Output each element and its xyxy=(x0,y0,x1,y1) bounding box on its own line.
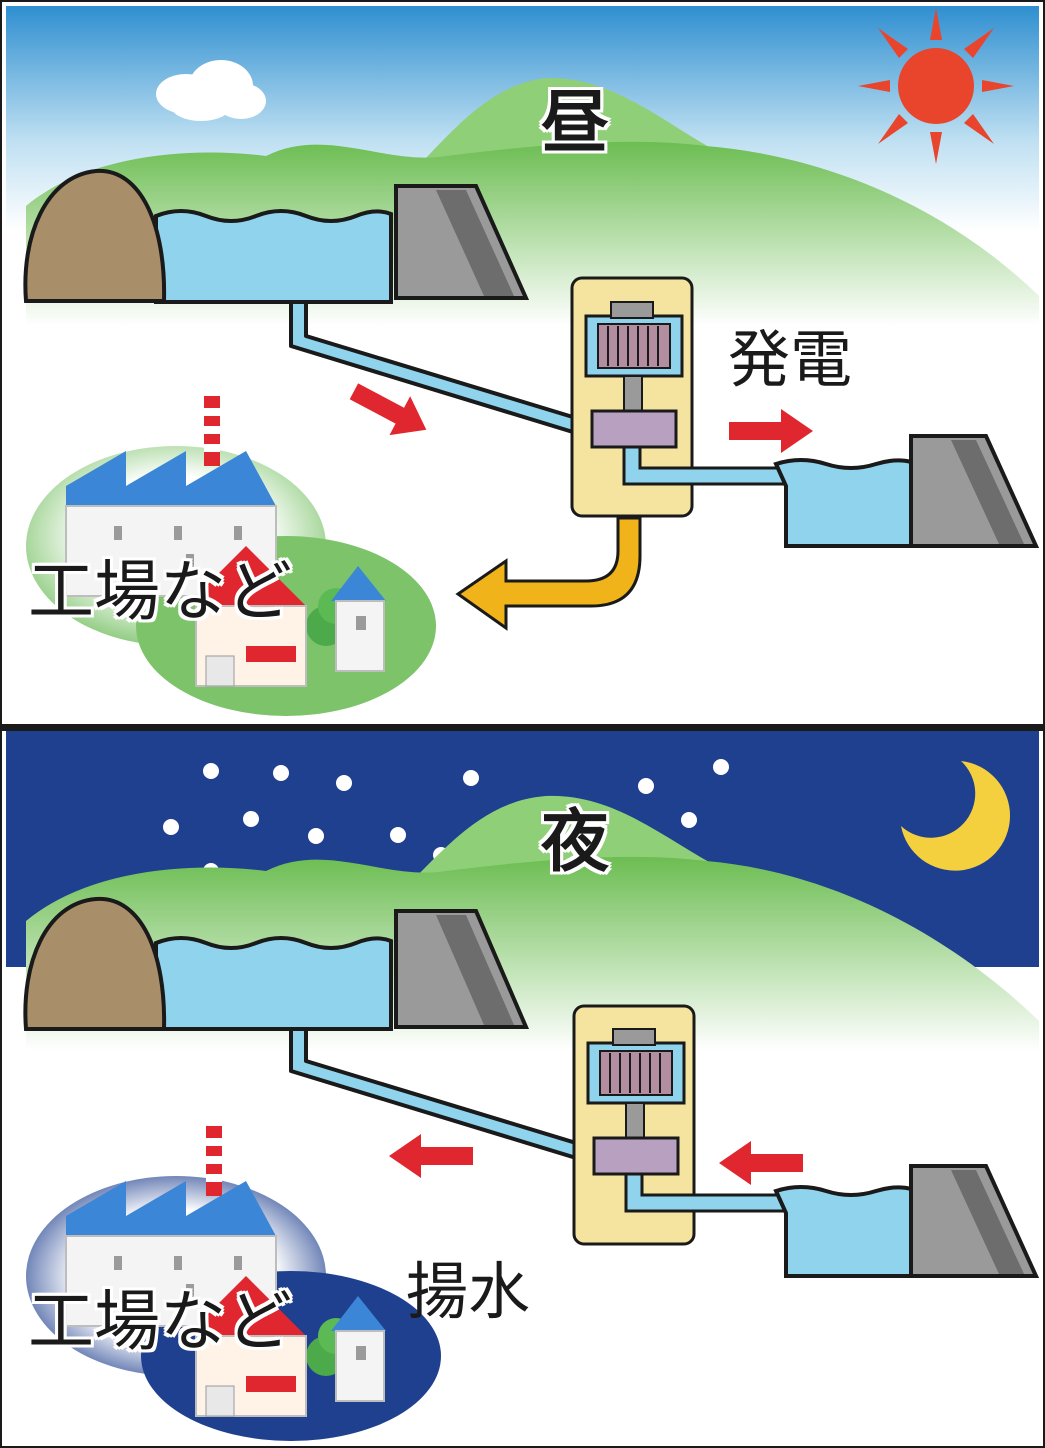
night-upper-reservoir xyxy=(154,936,393,1031)
upper-reservoir xyxy=(154,209,393,304)
night-upper-dam xyxy=(394,909,530,1029)
night-panel: 夜 揚水 工場など xyxy=(6,731,1039,1443)
upper-dam xyxy=(394,184,530,300)
sun-icon xyxy=(858,8,1014,164)
cloud-icon xyxy=(156,60,266,121)
day-title: 昼 xyxy=(541,84,610,163)
lower-reservoir xyxy=(773,458,913,548)
night-title: 夜 xyxy=(541,803,610,882)
power-supply-arrow-icon xyxy=(455,516,642,631)
pumping-label: 揚水 xyxy=(406,1255,531,1328)
night-powerhouse xyxy=(572,1004,788,1246)
rock-left xyxy=(23,168,167,303)
day-panel: 昼 発電 工場など xyxy=(6,6,1039,724)
night-rock-left xyxy=(23,896,167,1031)
factory-town xyxy=(26,396,436,716)
day-factory-label: 工場など xyxy=(28,553,292,630)
powerhouse xyxy=(570,276,788,518)
pump-arrow-right-side-icon xyxy=(719,1141,803,1185)
night-lower-dam xyxy=(909,1164,1039,1278)
day-illustration xyxy=(6,6,1039,724)
night-factory-label: 工場など xyxy=(28,1283,292,1360)
panel-divider xyxy=(0,724,1045,731)
flow-arrow-down-icon xyxy=(349,383,427,436)
night-lower-reservoir xyxy=(773,1185,913,1278)
moon-icon xyxy=(901,761,1011,871)
night-illustration xyxy=(6,731,1039,1443)
lower-dam xyxy=(909,434,1039,548)
pump-arrow-left-icon xyxy=(389,1134,473,1178)
flow-arrow-right-icon xyxy=(729,409,813,453)
night-factory-town xyxy=(26,1126,441,1441)
generation-label: 発電 xyxy=(728,323,853,396)
